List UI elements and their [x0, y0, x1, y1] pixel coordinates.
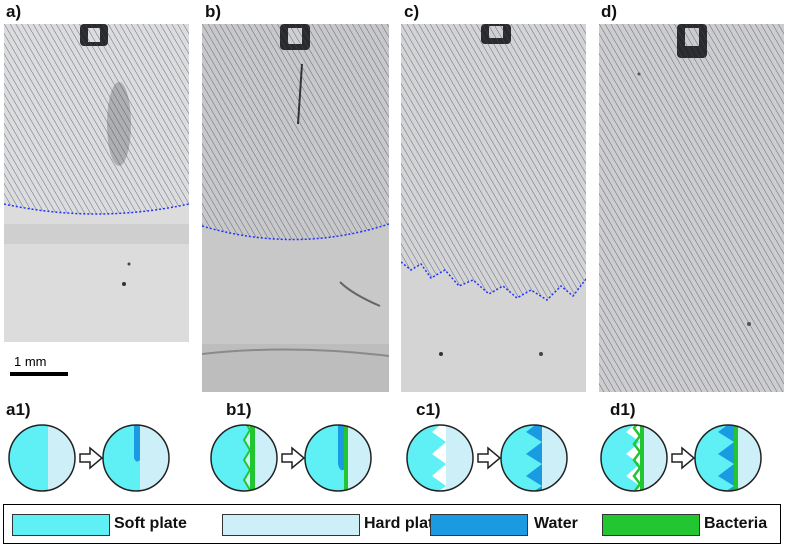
panel-label-d: d): [601, 2, 617, 22]
legend-swatch-hard-plate: [222, 514, 360, 536]
schematic-a1: [4, 420, 188, 496]
schematic-b1: [206, 420, 390, 496]
schematic-label-b1: b1): [226, 400, 252, 420]
legend-swatch-bacteria: [602, 514, 700, 536]
micrograph-b: [202, 24, 389, 392]
schematic-label-d1: d1): [610, 400, 636, 420]
schematic-c1: [402, 420, 586, 496]
schematic-label-a1: a1): [6, 400, 31, 420]
legend-label-soft-plate: Soft plate: [114, 515, 187, 533]
legend-swatch-water: [430, 514, 528, 536]
panel-label-b: b): [205, 2, 221, 22]
micrograph-d: [599, 24, 784, 392]
micrograph-c: [401, 24, 586, 392]
scale-bar-label: 1 mm: [14, 354, 47, 369]
panel-label-a: a): [6, 2, 21, 22]
schematic-d1: [596, 420, 780, 496]
legend-label-bacteria: Bacteria: [704, 515, 767, 533]
legend-swatch-soft-plate: [12, 514, 110, 536]
schematic-label-c1: c1): [416, 400, 441, 420]
legend-label-water: Water: [534, 515, 578, 533]
micrograph-a: [4, 24, 189, 342]
scale-bar: [10, 372, 68, 376]
panel-label-c: c): [404, 2, 419, 22]
legend: Soft plate Hard plate Water Bacteria: [3, 504, 781, 544]
